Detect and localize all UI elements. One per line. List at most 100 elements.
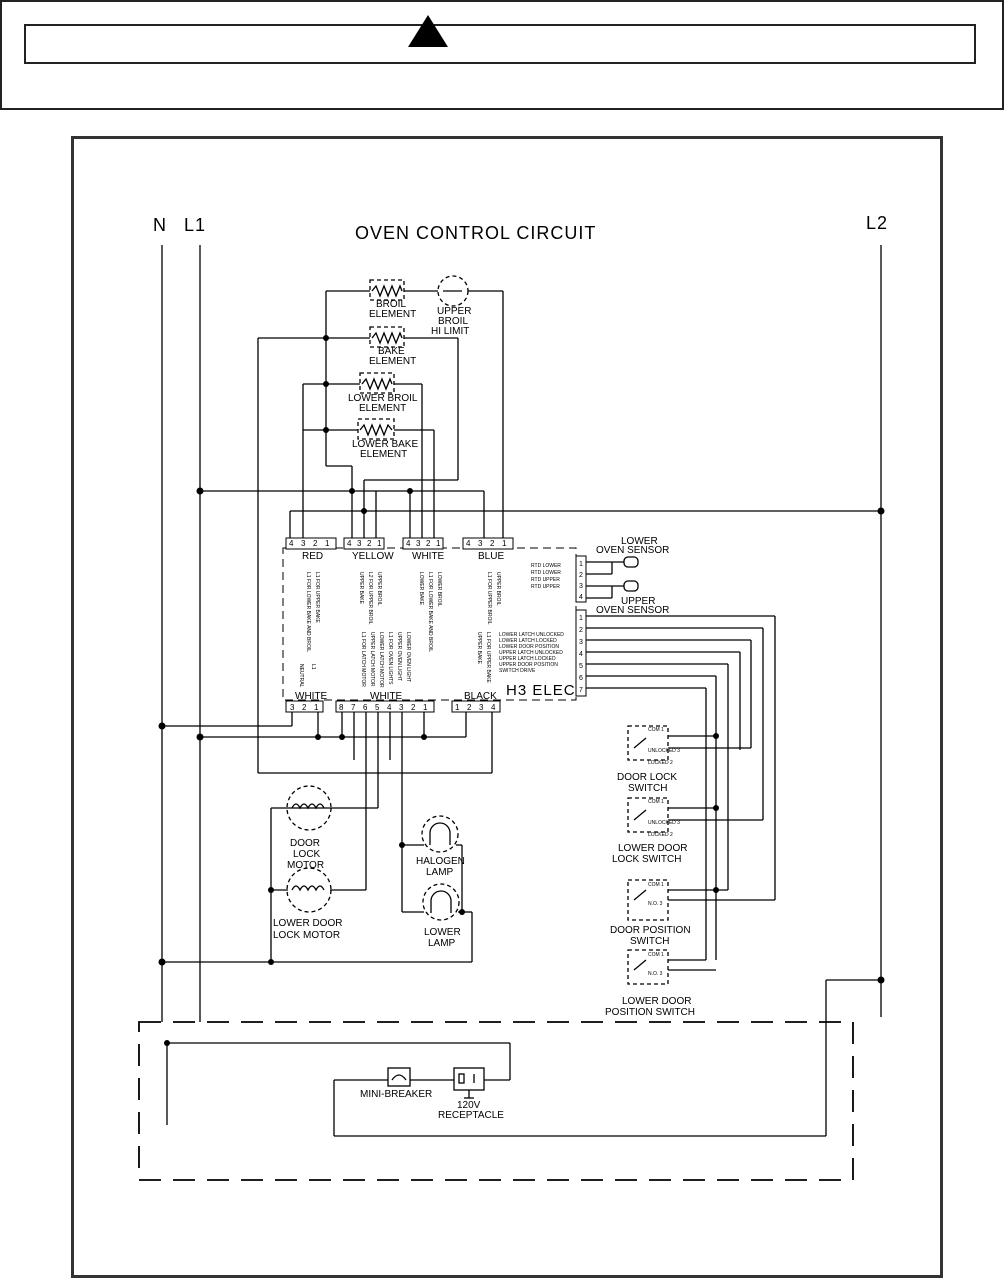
black-pin-label-1: UPPER BAKE [476,632,482,665]
diagram-title: OVEN CONTROL CIRCUIT [355,223,596,243]
yellow-pin-4: 4 [347,539,352,548]
broil-element-label-1: BROIL [376,299,406,310]
switch-pin-2: 2 [579,627,583,634]
connector-yellow: YELLOW [352,551,394,562]
lower-lamp-label-2: LAMP [428,938,456,949]
black-pin-3: 3 [479,703,484,712]
switch-pin-1: 1 [579,615,583,622]
rtd-label-3: RTD UPPER [531,584,560,590]
white8-pin-5: 5 [375,703,380,712]
door-lock-switch-icon [627,725,669,761]
yellow-pin-2: 2 [367,539,372,548]
halogen-lamp-icon [421,815,459,853]
white-pin-label-2: LOWER BAKE [418,572,424,606]
diagram-frame [71,136,943,1278]
bake-element-label-2: ELEMENT [369,356,416,367]
connector-white-3: WHITE [295,691,328,702]
white-top-pin-2: 2 [426,539,431,548]
lower-door-position-switch-icon [627,949,669,985]
rtd-pin-2: 2 [579,572,583,579]
black-pin-2: 2 [467,703,472,712]
white8-pin-8: 8 [339,703,344,712]
lower-sensor-label-2: OVEN SENSOR [596,545,669,556]
yellow-pin-label-2: UPPER BAKE [358,572,364,605]
white8-pin-label-2: LOWER LATCH MOTOR [378,632,384,688]
black-pin-label-0: L1 FOR UPPER BAKE [485,632,491,684]
blue-pin-3: 3 [478,539,483,548]
black-pin-4: 4 [491,703,496,712]
lower-sensor-label-1: LOWER [621,536,658,547]
hi-limit-label-3: HI LIMIT [431,326,469,337]
red-pin-3: 3 [301,539,306,548]
white8-pin-1: 1 [423,703,428,712]
white-pin-label-1: L1 FOR LOWER BAKE AND BROIL [427,572,433,652]
white8-pin-label-3: L1 FOR OVEN LIGHTS [387,632,393,685]
blue-pin-label-1: L1 FOR UPPER BROIL [486,572,492,625]
white-top-pin-3: 3 [416,539,421,548]
switch-pin-7: 7 [579,687,583,694]
white8-pin-4: 4 [387,703,392,712]
blue-pin-1: 1 [502,539,507,548]
line-l1-label: L1 [184,215,206,235]
white8-pin-label-0: L1 FOR LATCH MOTOR [360,632,366,687]
white8-pin-7: 7 [351,703,356,712]
connector-names: RED YELLOW WHITE BLUE WHITE WHITE BLACK [295,551,504,702]
switch-pin-3: 3 [579,639,583,646]
switch-label-0: LOWER LATCH UNLOCKED [499,632,564,638]
blue-pin-label-0: UPPER BROIL [495,572,501,606]
line-n-label: N [153,215,167,235]
lower-oven-sensor-icon [623,556,639,568]
white-top-pin-4: 4 [406,539,411,548]
white3-pin-label-1: L1 [310,664,316,670]
mini-breaker-label: MINI-BREAKER [360,1089,432,1100]
white-pin-label-0: LOWER BROIL [436,572,442,607]
door-position-switch-icon [627,879,669,921]
bake-element-label-1: BAKE [378,346,405,357]
labels: OVEN CONTROL CIRCUIT N L1 L2 BROIL ELEME… [153,213,887,1121]
lower-door-lock-motor-label-1: LOWER DOOR [273,918,342,929]
rtd-label-1: RTD LOWER [531,570,561,576]
upper-sensor-label-1: UPPER [621,596,655,607]
switch-term-7: N.O. 3 [648,901,663,907]
connector-blocks [285,537,587,713]
door-lock-switch-label-1: DOOR LOCK [617,772,677,783]
switch-label-5: UPPER DOOR POSITION [499,662,558,668]
switch-label-3: UPPER LATCH UNLOCKED [499,650,563,656]
white-top-pin-1: 1 [436,539,441,548]
switch-term-8: COM 1 [648,952,664,958]
red-pin-label-0: L1 FOR UPPER BAKE [314,572,320,624]
lower-door-lock-switch-label-2: LOCK SWITCH [612,854,681,865]
switch-term-5: LOCKED 2 [648,832,673,838]
halogen-lamp-label-2: LAMP [426,867,454,878]
connector-black: BLACK [464,691,497,702]
white3-pin-label-0: NEUTRAL [298,664,304,688]
lower-door-position-switch-label-1: LOWER DOOR [622,996,691,1007]
halogen-lamp-label-1: HALOGEN [416,856,465,867]
lower-door-lock-motor-label-2: LOCK MOTOR [273,930,340,941]
door-lock-motor-label-2: LOCK [293,849,321,860]
warning-box [0,0,1004,110]
white8-pin-label-1: UPPER LATCH MOTOR [369,632,375,687]
yellow-pin-label-1: L2 FOR UPPER BROIL [367,572,373,625]
bake-element-icon [369,326,405,348]
lower-bake-label-2: ELEMENT [360,449,407,460]
switch-term-1: UNLOCKED 3 [648,748,680,754]
yellow-pin-label-0: UPPER BROIL [376,572,382,606]
door-lock-motor-label-3: MOTOR [287,860,324,871]
rtd-pin-1: 1 [579,561,583,568]
white8-pin-3: 3 [399,703,404,712]
red-pin-2: 2 [313,539,318,548]
board-name: H3 ELEC [506,682,576,699]
white8-pin-2: 2 [411,703,416,712]
red-pin-1: 1 [325,539,330,548]
receptacle-label-2: RECEPTACLE [438,1110,504,1121]
white8-pin-label-4: UPPER OVEN LIGHT [396,632,402,681]
lower-bake-label-1: LOWER BAKE [352,439,418,450]
switch-label-1: LOWER LATCH LOCKED [499,638,557,644]
lower-lamp-label-1: LOWER [424,927,461,938]
switch-pin-6: 6 [579,675,583,682]
lower-broil-element-icon [359,372,395,394]
lower-door-position-switch-label-2: POSITION SWITCH [605,1007,695,1018]
